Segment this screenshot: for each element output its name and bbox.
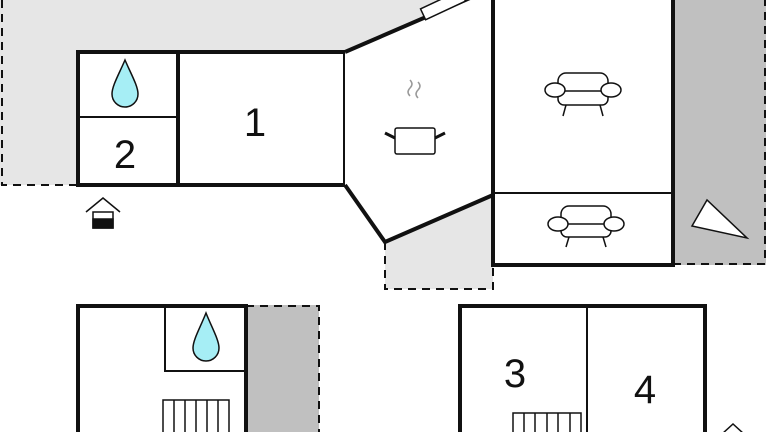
terrace-right-border bbox=[673, 0, 766, 265]
water-drop-icon bbox=[111, 58, 139, 108]
radiator-icon bbox=[512, 412, 582, 432]
armchair-icon bbox=[544, 72, 622, 117]
room-label-2: 2 bbox=[114, 133, 136, 177]
cooking-pot-icon bbox=[384, 79, 446, 155]
terrace-bottom bbox=[385, 195, 493, 289]
terrace-top-left bbox=[0, 0, 470, 185]
entrance-icon bbox=[723, 422, 743, 432]
water-drop-icon bbox=[192, 310, 220, 362]
room-label-4: 4 bbox=[634, 368, 656, 412]
annex-left bbox=[76, 304, 248, 432]
room-label-3: 3 bbox=[504, 352, 526, 396]
terrace-border bbox=[1, 0, 78, 186]
radiator-icon bbox=[162, 399, 230, 432]
terrace-bottom-left bbox=[246, 305, 319, 432]
terrace-bottom-border bbox=[384, 242, 494, 290]
terrace-bottom-left-border bbox=[246, 305, 320, 432]
room-label-1: 1 bbox=[244, 101, 266, 145]
window-icon bbox=[419, 0, 467, 21]
compass-north-icon bbox=[690, 198, 750, 240]
entrance-icon bbox=[85, 197, 121, 229]
armchair-icon bbox=[547, 205, 625, 248]
annex-right bbox=[458, 304, 707, 432]
